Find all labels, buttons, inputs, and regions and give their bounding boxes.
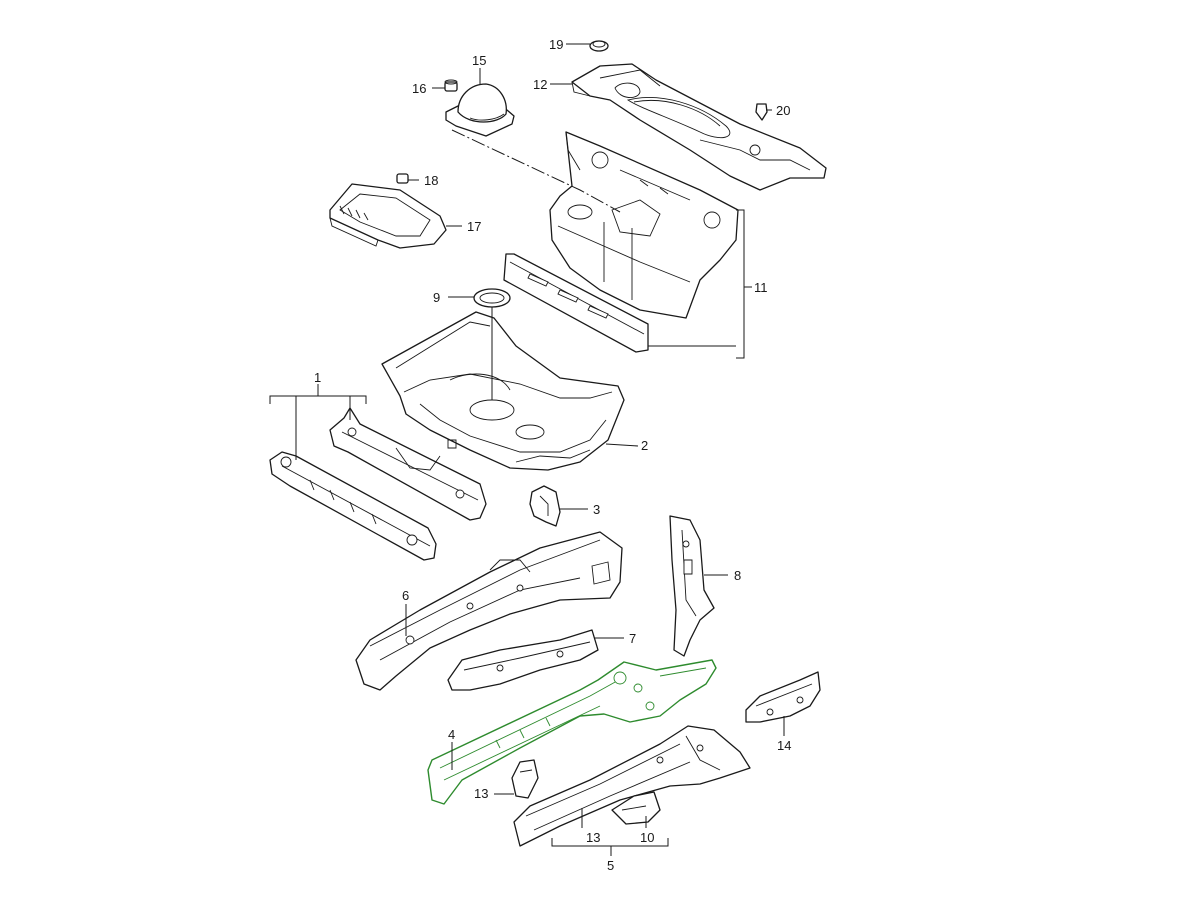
callout-6: 6 [402,588,409,603]
callout-2: 2 [641,438,648,453]
part-13-bracket-left[interactable] [511,759,539,799]
part-12-shelf-panel[interactable] [571,63,827,191]
part-17-bracket-box[interactable] [329,183,447,249]
callout-17: 17 [467,219,481,234]
callout-8: 8 [734,568,741,583]
part-16-nut[interactable] [444,79,458,92]
callout-11: 11 [754,280,768,295]
callout-1: 1 [314,370,321,385]
part-11-rear-bulkhead[interactable] [549,131,739,319]
part-9-ring-seal[interactable] [473,288,511,308]
part-1-crossmember-inner[interactable] [329,407,487,521]
callout-9: 9 [433,290,440,305]
part-3-bracket[interactable] [529,485,561,527]
part-14-bracket[interactable] [745,671,821,723]
part-7-bracket[interactable] [447,629,599,691]
callout-18: 18 [424,173,438,188]
part-8-pillar[interactable] [669,515,715,657]
callout-labels: 19 12 20 16 15 18 17 9 11 2 3 1 8 6 7 4 … [314,37,791,873]
callout-13-left: 13 [474,786,488,801]
leader-lines [269,43,785,856]
part-15-dome-cover[interactable] [445,83,515,137]
callout-13-bottom: 13 [586,830,600,845]
callout-20: 20 [776,103,790,118]
part-2-floor-pan[interactable] [381,311,625,471]
part-11-crossmember[interactable] [503,253,649,353]
part-20-clip[interactable] [755,103,768,121]
part-10-bracket[interactable] [611,791,661,825]
callout-15: 15 [472,53,486,68]
part-19-grommet[interactable] [589,40,609,52]
callout-3: 3 [593,502,600,517]
part-5-lower-member[interactable] [513,725,751,847]
callout-10: 10 [640,830,654,845]
part-18-clip[interactable] [396,173,409,184]
callout-14: 14 [777,738,791,753]
callout-16: 16 [412,81,426,96]
callout-7: 7 [629,631,636,646]
callout-5: 5 [607,858,614,873]
part-6-side-member[interactable] [355,531,623,691]
callout-4: 4 [448,727,455,742]
part-1-crossmember-outer[interactable] [269,451,437,561]
callout-12: 12 [533,77,547,92]
part-4-longitudinal-member[interactable] [427,659,717,805]
callout-19: 19 [549,37,563,52]
